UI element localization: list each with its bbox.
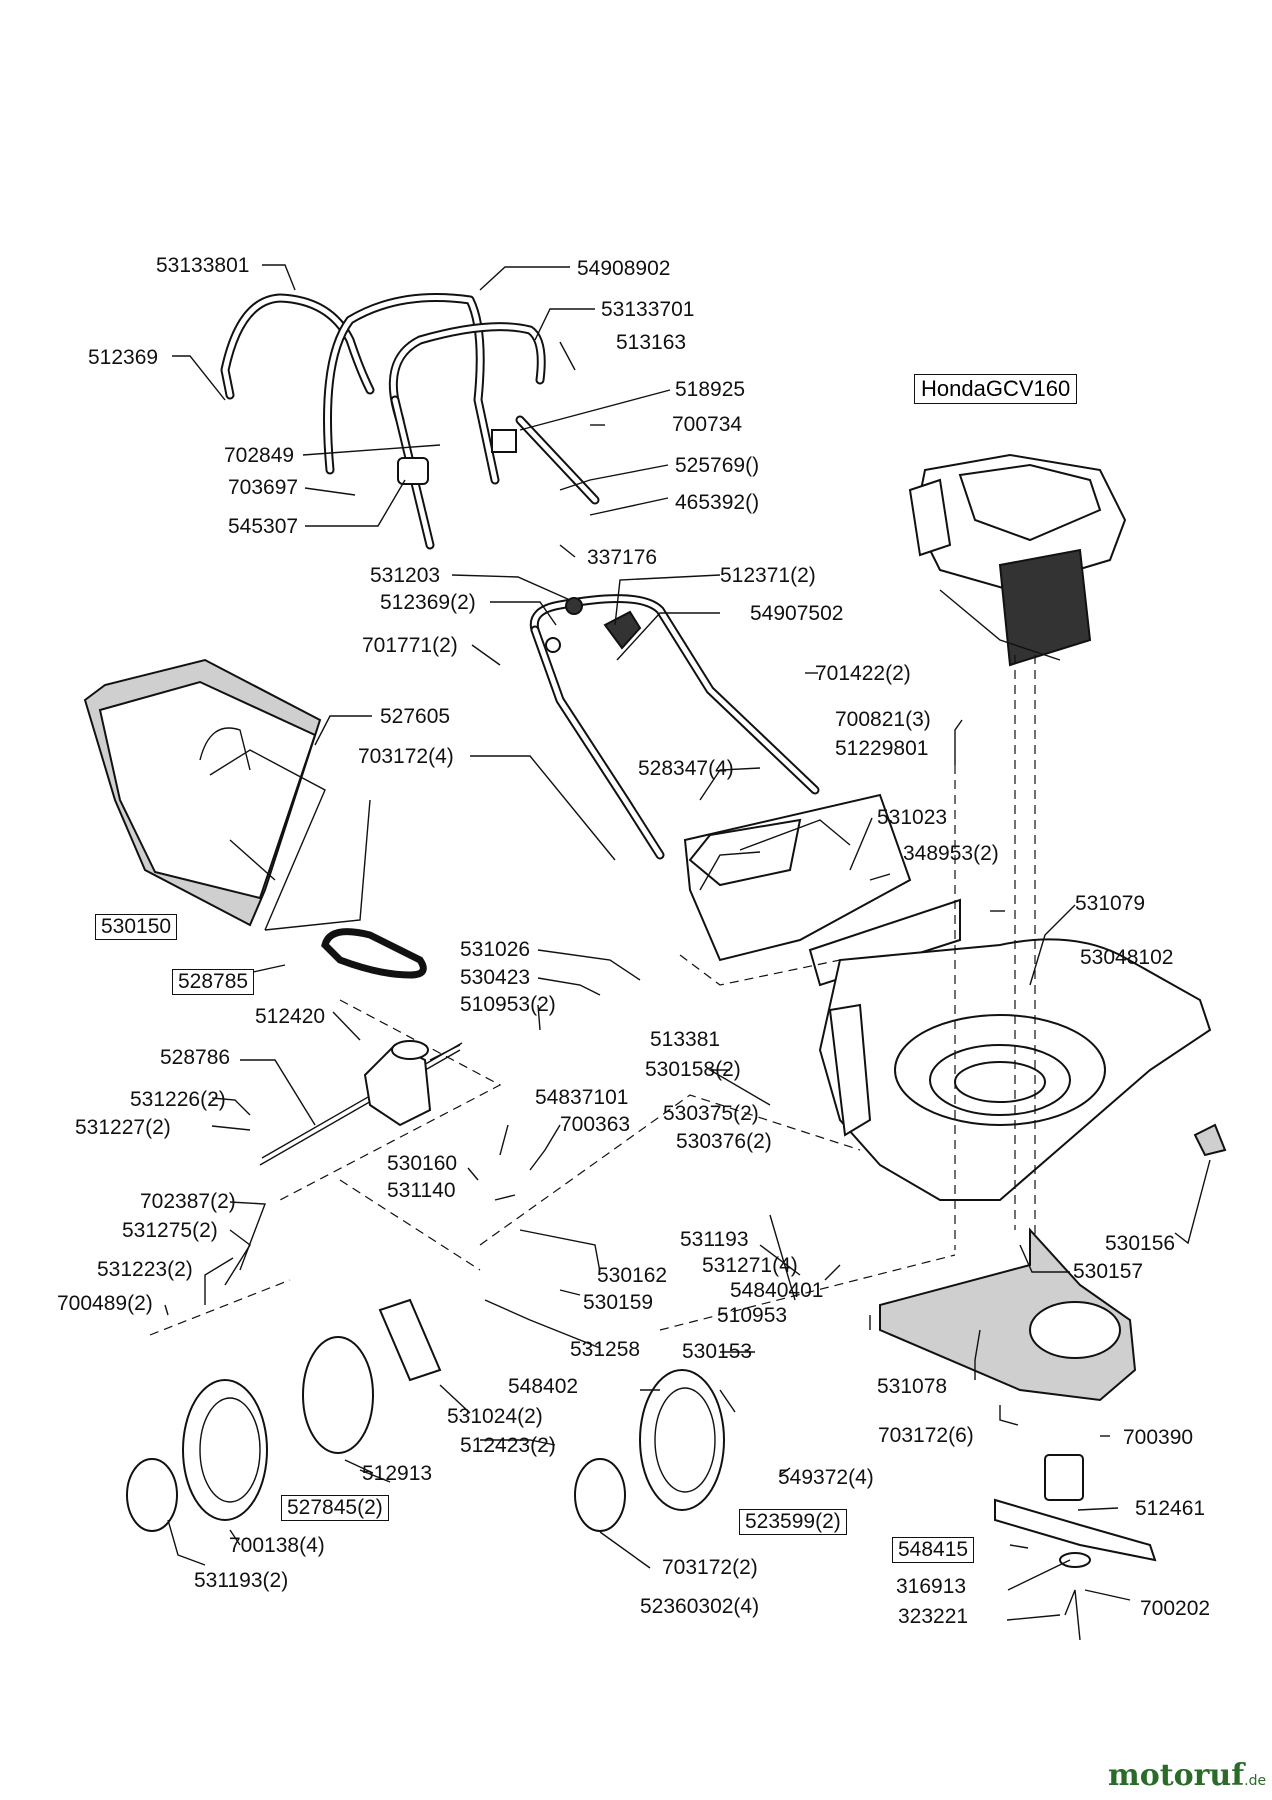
part-label: 531140 (387, 1179, 456, 1202)
part-label: 337176 (587, 546, 658, 569)
part-label: 531078 (877, 1375, 948, 1398)
part-label: 701422(2) (815, 662, 911, 685)
part-label: 531227(2) (75, 1116, 171, 1139)
part-label-boxed: 527845(2) (281, 1495, 389, 1521)
part-label: 531203 (370, 564, 441, 587)
part-label: 703172(6) (878, 1424, 974, 1447)
part-label-boxed: 523599(2) (739, 1509, 847, 1535)
part-label: 527605 (380, 705, 451, 728)
part-label: 700821(3) (835, 708, 931, 731)
watermark-logo: motoruf.de (1108, 1758, 1266, 1793)
part-label: 54840401 (730, 1279, 824, 1302)
upper-handle-drawing (220, 293, 600, 550)
part-label: 54837101 (535, 1086, 629, 1109)
part-label: 701771(2) (362, 634, 458, 657)
part-label: 530423 (460, 966, 531, 989)
part-label: 512369(2) (380, 591, 476, 614)
part-label: 548402 (508, 1375, 579, 1398)
part-label: 531024(2) (447, 1405, 543, 1428)
part-label: 531275(2) (122, 1219, 218, 1242)
mower-deck-drawing (683, 793, 1227, 1402)
part-label: 700363 (560, 1113, 631, 1136)
part-label: 530153 (682, 1340, 753, 1363)
part-label: 512913 (362, 1462, 433, 1485)
part-label: 510953 (717, 1304, 788, 1327)
part-label: 525769() (675, 454, 760, 477)
part-label: 465392() (675, 491, 760, 514)
part-label: 512461 (1135, 1497, 1206, 1520)
assembly-guide-lines (149, 655, 1036, 1336)
part-label: 531226(2) (130, 1088, 226, 1111)
part-label: 53133701 (601, 298, 695, 321)
part-label: 54908902 (577, 257, 671, 280)
part-label: 512423(2) (460, 1434, 556, 1457)
part-label: 531193(2) (194, 1569, 289, 1592)
leader-lines (164, 264, 1211, 1621)
part-label: 323221 (898, 1605, 969, 1628)
part-label: 530376(2) (676, 1130, 772, 1153)
part-label: 549372(4) (778, 1466, 874, 1489)
gearbox-drawing (259, 1040, 463, 1166)
grass-catcher-drawing (83, 658, 371, 931)
part-label: 528786 (160, 1046, 231, 1069)
part-label: 703172(4) (358, 745, 454, 768)
lower-handle-drawing (529, 594, 820, 860)
part-label-boxed: 548415 (892, 1537, 975, 1563)
part-label: 512369 (88, 346, 159, 369)
part-label: 528347(4) (638, 757, 734, 780)
part-label: 702849 (224, 444, 295, 467)
engine-drawing (908, 453, 1127, 667)
part-label: 545307 (228, 515, 299, 538)
part-label: 348953(2) (903, 842, 999, 865)
part-label: 530375(2) (663, 1102, 759, 1125)
part-label-boxed: 528785 (172, 969, 255, 995)
part-label: 513381 (650, 1028, 721, 1051)
part-label: 531258 (570, 1338, 641, 1361)
part-label: 531271(4) (702, 1254, 798, 1277)
part-label: 512371(2) (720, 564, 816, 587)
part-label: 702387(2) (140, 1190, 236, 1213)
watermark-domain: .de (1244, 1773, 1267, 1789)
watermark-name: motoruf (1108, 1758, 1245, 1793)
part-label: 52360302(4) (640, 1595, 760, 1618)
part-label: 700390 (1123, 1426, 1194, 1449)
part-label: 531079 (1075, 892, 1146, 915)
part-label: 530160 (387, 1152, 458, 1175)
wheels-drawing (126, 1298, 725, 1532)
part-label: 512420 (255, 1005, 326, 1028)
part-label: 53133801 (156, 254, 250, 277)
part-label: 51229801 (835, 737, 929, 760)
part-label: 703697 (228, 476, 299, 499)
part-label: 700202 (1140, 1597, 1211, 1620)
drive-belt-drawing (321, 928, 427, 979)
part-label: 531026 (460, 938, 531, 961)
blade-drawing (994, 1454, 1157, 1641)
part-label: 531193 (680, 1228, 749, 1251)
part-label: 54907502 (750, 602, 844, 625)
part-label: 316913 (896, 1575, 967, 1598)
part-label: 531223(2) (97, 1258, 193, 1281)
engine-model-label: HondaGCV160 (914, 374, 1078, 404)
part-label: 530158(2) (645, 1058, 741, 1081)
part-label: 513163 (616, 331, 687, 354)
part-label: 700138(4) (229, 1534, 325, 1557)
part-label: 530162 (597, 1264, 668, 1287)
part-label: 703172(2) (662, 1556, 758, 1579)
part-label: 531023 (877, 806, 948, 829)
part-label-boxed: 530150 (95, 914, 178, 940)
part-label: 530159 (583, 1291, 654, 1314)
part-label: 700734 (672, 413, 743, 436)
part-label: 510953(2) (460, 993, 556, 1016)
part-label: 700489(2) (57, 1292, 153, 1315)
part-label: 53048102 (1080, 946, 1174, 969)
part-label: 530156 (1105, 1232, 1176, 1255)
part-label: 518925 (675, 378, 746, 401)
part-label: 530157 (1073, 1260, 1144, 1283)
